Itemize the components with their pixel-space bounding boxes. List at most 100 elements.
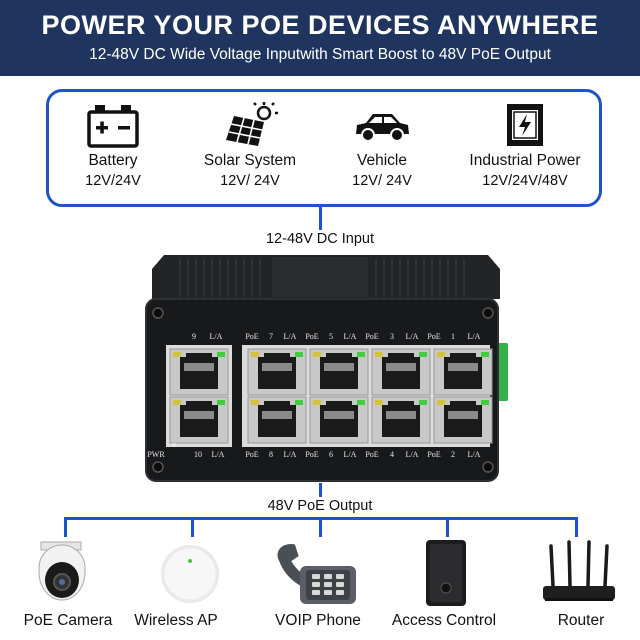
port-label: 2 bbox=[451, 450, 455, 459]
led-indicator bbox=[217, 352, 225, 357]
source-name: Vehicle bbox=[357, 152, 407, 169]
rj45-port bbox=[247, 396, 307, 444]
led-indicator bbox=[357, 400, 365, 405]
led-indicator bbox=[313, 352, 321, 357]
led-indicator bbox=[481, 400, 489, 405]
led-indicator bbox=[173, 400, 181, 405]
led-indicator bbox=[251, 400, 259, 405]
source-voltage: 12V/24V bbox=[85, 173, 141, 189]
port-label: L/A bbox=[210, 332, 223, 341]
battery-icon bbox=[87, 105, 139, 148]
source-industrial: Industrial Power 12V/24V/48V bbox=[455, 92, 595, 204]
port-label: L/A bbox=[344, 332, 357, 341]
rj45-port bbox=[371, 396, 431, 444]
port-label: 1 bbox=[451, 332, 455, 341]
led-indicator bbox=[375, 352, 383, 357]
banner-title: POWER YOUR POE DEVICES ANYWHERE bbox=[41, 10, 599, 40]
output-connector-line bbox=[319, 483, 322, 497]
pwr-indicator bbox=[172, 443, 176, 447]
port-label: 6 bbox=[329, 450, 333, 459]
solar-panel-icon bbox=[226, 102, 278, 146]
dome-camera-icon bbox=[38, 541, 86, 601]
port-label: L/A bbox=[468, 332, 481, 341]
led-indicator bbox=[217, 400, 225, 405]
led-indicator bbox=[313, 400, 321, 405]
target-router bbox=[534, 538, 624, 608]
port-label: PoE bbox=[245, 450, 258, 459]
drop-line bbox=[191, 517, 194, 537]
port-label: PoE bbox=[427, 450, 440, 459]
source-vehicle: Vehicle 12V/ 24V bbox=[334, 92, 430, 204]
target-wireless-ap bbox=[140, 538, 240, 608]
port-label: PoE bbox=[365, 450, 378, 459]
led-indicator bbox=[295, 352, 303, 357]
port-label: PWR bbox=[147, 450, 165, 459]
target-name: Wireless AP bbox=[134, 612, 218, 629]
source-solar: Solar System 12V/ 24V bbox=[191, 92, 309, 204]
port-label: L/A bbox=[284, 332, 297, 341]
source-battery: Battery 12V/24V bbox=[65, 92, 161, 204]
led-indicator bbox=[481, 352, 489, 357]
input-connector-line bbox=[319, 206, 322, 230]
rj45-port bbox=[309, 348, 369, 396]
led-indicator bbox=[173, 352, 181, 357]
power-supply-icon bbox=[507, 104, 543, 146]
target-access-control bbox=[406, 538, 486, 608]
access-point-icon bbox=[161, 545, 219, 603]
rj45-port bbox=[169, 396, 229, 444]
target-name: Access Control bbox=[391, 612, 497, 629]
drop-line bbox=[446, 517, 449, 537]
input-label: 12-48V DC Input bbox=[265, 231, 374, 247]
led-indicator bbox=[251, 352, 259, 357]
drop-line bbox=[64, 517, 67, 537]
led-indicator bbox=[419, 352, 427, 357]
port-label: L/A bbox=[212, 450, 225, 459]
port-label: PoE bbox=[365, 332, 378, 341]
access-control-icon bbox=[426, 540, 466, 606]
output-label: 48V PoE Output bbox=[267, 498, 373, 514]
rj45-port bbox=[433, 348, 493, 396]
target-voip-phone bbox=[262, 538, 372, 606]
led-indicator bbox=[375, 400, 383, 405]
rj45-port bbox=[309, 396, 369, 444]
target-poe-camera bbox=[22, 538, 102, 608]
rj45-port bbox=[247, 348, 307, 396]
heatsink-fins bbox=[179, 259, 465, 297]
source-name: Solar System bbox=[203, 152, 297, 169]
desk-phone-icon bbox=[277, 543, 356, 604]
port-label: L/A bbox=[406, 332, 419, 341]
rj45-port bbox=[433, 396, 493, 444]
target-name: VOIP Phone bbox=[275, 612, 361, 629]
port-label: 10 bbox=[194, 450, 202, 459]
rj45-ports bbox=[169, 348, 493, 444]
rj45-port bbox=[169, 348, 229, 396]
led-indicator bbox=[357, 352, 365, 357]
source-voltage: 12V/ 24V bbox=[220, 173, 280, 189]
target-name: Router bbox=[557, 612, 605, 629]
port-label: 3 bbox=[390, 332, 394, 341]
port-label: L/A bbox=[468, 450, 481, 459]
port-label: 8 bbox=[269, 450, 273, 459]
port-label: L/A bbox=[406, 450, 419, 459]
rj45-port bbox=[371, 348, 431, 396]
header-banner: POWER YOUR POE DEVICES ANYWHERE 12-48V D… bbox=[0, 0, 640, 76]
port-label: 4 bbox=[390, 450, 394, 459]
led-indicator bbox=[437, 352, 445, 357]
port-label: PoE bbox=[305, 332, 318, 341]
port-label: PoE bbox=[427, 332, 440, 341]
port-label: PoE bbox=[305, 450, 318, 459]
led-indicator bbox=[419, 400, 427, 405]
drop-line bbox=[319, 517, 322, 537]
port-label: 5 bbox=[329, 332, 333, 341]
car-icon bbox=[356, 114, 409, 142]
led-indicator bbox=[437, 400, 445, 405]
port-label: 7 bbox=[269, 332, 273, 341]
router-icon bbox=[543, 540, 615, 601]
source-name: Battery bbox=[88, 152, 138, 169]
led-indicator bbox=[295, 400, 303, 405]
drop-line bbox=[575, 517, 578, 537]
source-voltage: 12V/24V/48V bbox=[482, 173, 568, 189]
port-label: 9 bbox=[192, 332, 196, 341]
source-name: Industrial Power bbox=[469, 152, 581, 169]
